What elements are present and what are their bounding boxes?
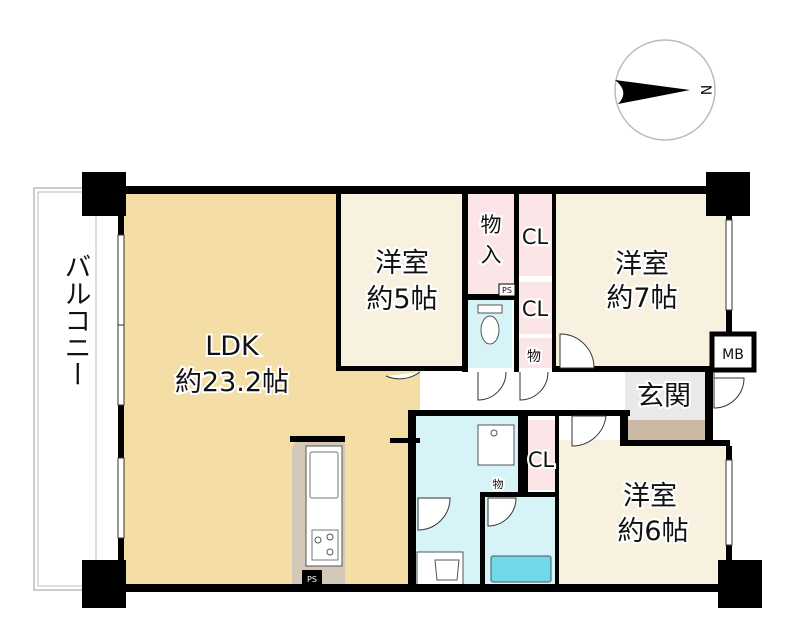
door-toilet[interactable] bbox=[477, 371, 507, 401]
door-western-6[interactable] bbox=[571, 415, 607, 447]
western-6-name: 洋室 bbox=[623, 481, 677, 512]
pillar bbox=[706, 172, 750, 216]
closet-top bbox=[518, 192, 552, 276]
door-western-5[interactable] bbox=[385, 371, 421, 380]
door-bathroom[interactable] bbox=[487, 497, 517, 527]
north-arrow-icon bbox=[615, 80, 690, 104]
storage-label-1: 物 bbox=[481, 213, 502, 237]
compass: N bbox=[614, 39, 716, 141]
ldk-size: 約23.2帖 bbox=[175, 367, 289, 398]
storage-closet bbox=[468, 192, 514, 294]
windows bbox=[117, 219, 733, 546]
room-western-5 bbox=[340, 192, 462, 368]
door-washroom[interactable] bbox=[417, 497, 451, 531]
pillar bbox=[718, 560, 762, 608]
western-6-size: 約6帖 bbox=[617, 516, 688, 547]
bathtub bbox=[490, 555, 552, 583]
entrance-label: 玄関 bbox=[637, 381, 691, 412]
closet-lower-label: CL bbox=[528, 448, 555, 472]
door-entrance[interactable] bbox=[713, 372, 745, 409]
room-western-7 bbox=[555, 192, 730, 368]
ps-kitchen-label: PS bbox=[307, 575, 317, 584]
room-western-6 bbox=[558, 440, 730, 588]
kitchen-counter: PS bbox=[292, 440, 345, 588]
meter-box bbox=[709, 331, 757, 373]
balcony: バルコニー bbox=[33, 187, 97, 591]
storage-small-label: 物 bbox=[527, 349, 541, 365]
storage-label-2: 入 bbox=[481, 243, 502, 267]
storage-wash-label: 物 bbox=[493, 477, 504, 491]
sink bbox=[309, 451, 339, 499]
western-7-size: 約7帖 bbox=[606, 283, 677, 314]
pillar bbox=[82, 172, 126, 216]
closet-mid bbox=[518, 282, 552, 334]
closet-mid-label: CL bbox=[522, 297, 549, 321]
toilet-icon bbox=[480, 315, 500, 345]
western-7-name: 洋室 bbox=[615, 249, 669, 280]
room-ldk bbox=[122, 192, 420, 588]
balcony-label: バルコニー bbox=[60, 253, 91, 388]
ps-upper-label: PS bbox=[502, 286, 512, 295]
storage-small bbox=[518, 338, 552, 368]
compass-north-label: N bbox=[697, 85, 713, 95]
western-5-name: 洋室 bbox=[375, 248, 429, 279]
mb-label: MB bbox=[722, 347, 744, 363]
western-5-size: 約5帖 bbox=[366, 284, 437, 315]
doors bbox=[385, 333, 745, 531]
closet-lower bbox=[528, 420, 555, 490]
ldk-name: LDK bbox=[205, 331, 260, 362]
stove bbox=[311, 529, 339, 561]
entrance-step bbox=[627, 420, 705, 440]
washing-machine-space bbox=[477, 424, 515, 466]
door-storage[interactable] bbox=[519, 371, 549, 401]
entrance-floor bbox=[625, 372, 710, 420]
pillar bbox=[82, 560, 126, 608]
closet-top-label: CL bbox=[522, 225, 549, 249]
door-western-7[interactable] bbox=[559, 333, 595, 369]
